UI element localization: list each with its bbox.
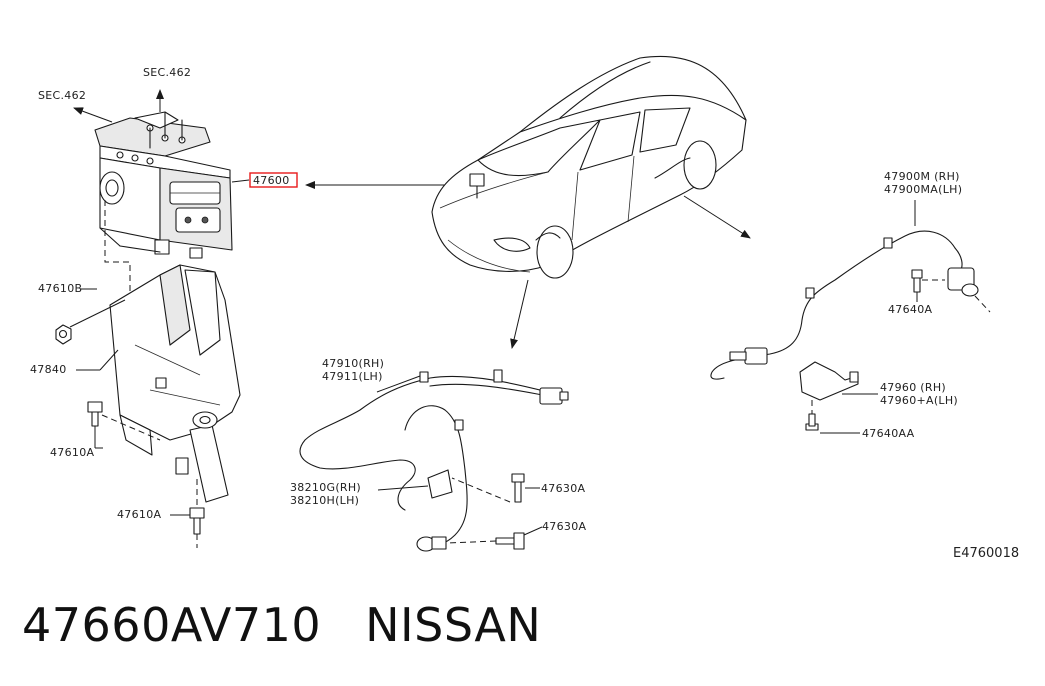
label-47640aa[interactable]: 47640AA <box>862 427 915 440</box>
label-47600[interactable]: 47600 <box>253 174 290 187</box>
label-47630a-lower[interactable]: 47630A <box>542 520 586 533</box>
label-sec-462-left: SEC.462 <box>38 89 86 102</box>
label-47911[interactable]: 47911(LH) <box>322 370 383 383</box>
label-47900m[interactable]: 47900M (RH) <box>884 170 960 183</box>
rear-wheel-sensor-harness <box>710 230 991 431</box>
front-wheel-sensor-harness <box>299 369 569 552</box>
label-47900ma[interactable]: 47900MA(LH) <box>884 183 962 196</box>
bolt-47610a-lower <box>189 507 205 535</box>
brand-name: NISSAN <box>365 598 542 652</box>
label-47610a-lower[interactable]: 47610A <box>117 508 161 521</box>
figure-code: E4760018 <box>953 546 1019 561</box>
label-38210g[interactable]: 38210G(RH) <box>290 481 361 494</box>
label-sec-462-top: SEC.462 <box>143 66 191 79</box>
part-number: 47660AV710 <box>22 598 322 652</box>
abs-bracket <box>109 264 241 503</box>
label-47630a-upper[interactable]: 47630A <box>541 482 585 495</box>
label-47960a[interactable]: 47960+A(LH) <box>880 394 958 407</box>
arrow-front-sensor <box>510 279 529 349</box>
abs-actuator-unit <box>94 111 233 259</box>
vehicle-illustration <box>431 55 747 279</box>
bolt-47630a-lower <box>495 532 525 550</box>
bolt-47630a-upper <box>511 473 525 503</box>
highlight-box-47600 <box>249 172 298 188</box>
bolt-47610a-upper <box>87 401 103 427</box>
label-47960[interactable]: 47960 (RH) <box>880 381 946 394</box>
label-47640a[interactable]: 47640A <box>888 303 932 316</box>
label-38210h[interactable]: 38210H(LH) <box>290 494 359 507</box>
part-caption: 47660AV710 NISSAN <box>22 598 541 652</box>
label-47610a-upper[interactable]: 47610A <box>50 446 94 459</box>
nut-47610b <box>55 324 72 345</box>
label-47910[interactable]: 47910(RH) <box>322 357 384 370</box>
arrow-rear-sensor <box>683 195 751 239</box>
sec-arrow-left <box>73 107 113 123</box>
label-47610b[interactable]: 47610B <box>38 282 82 295</box>
label-47840[interactable]: 47840 <box>30 363 67 376</box>
